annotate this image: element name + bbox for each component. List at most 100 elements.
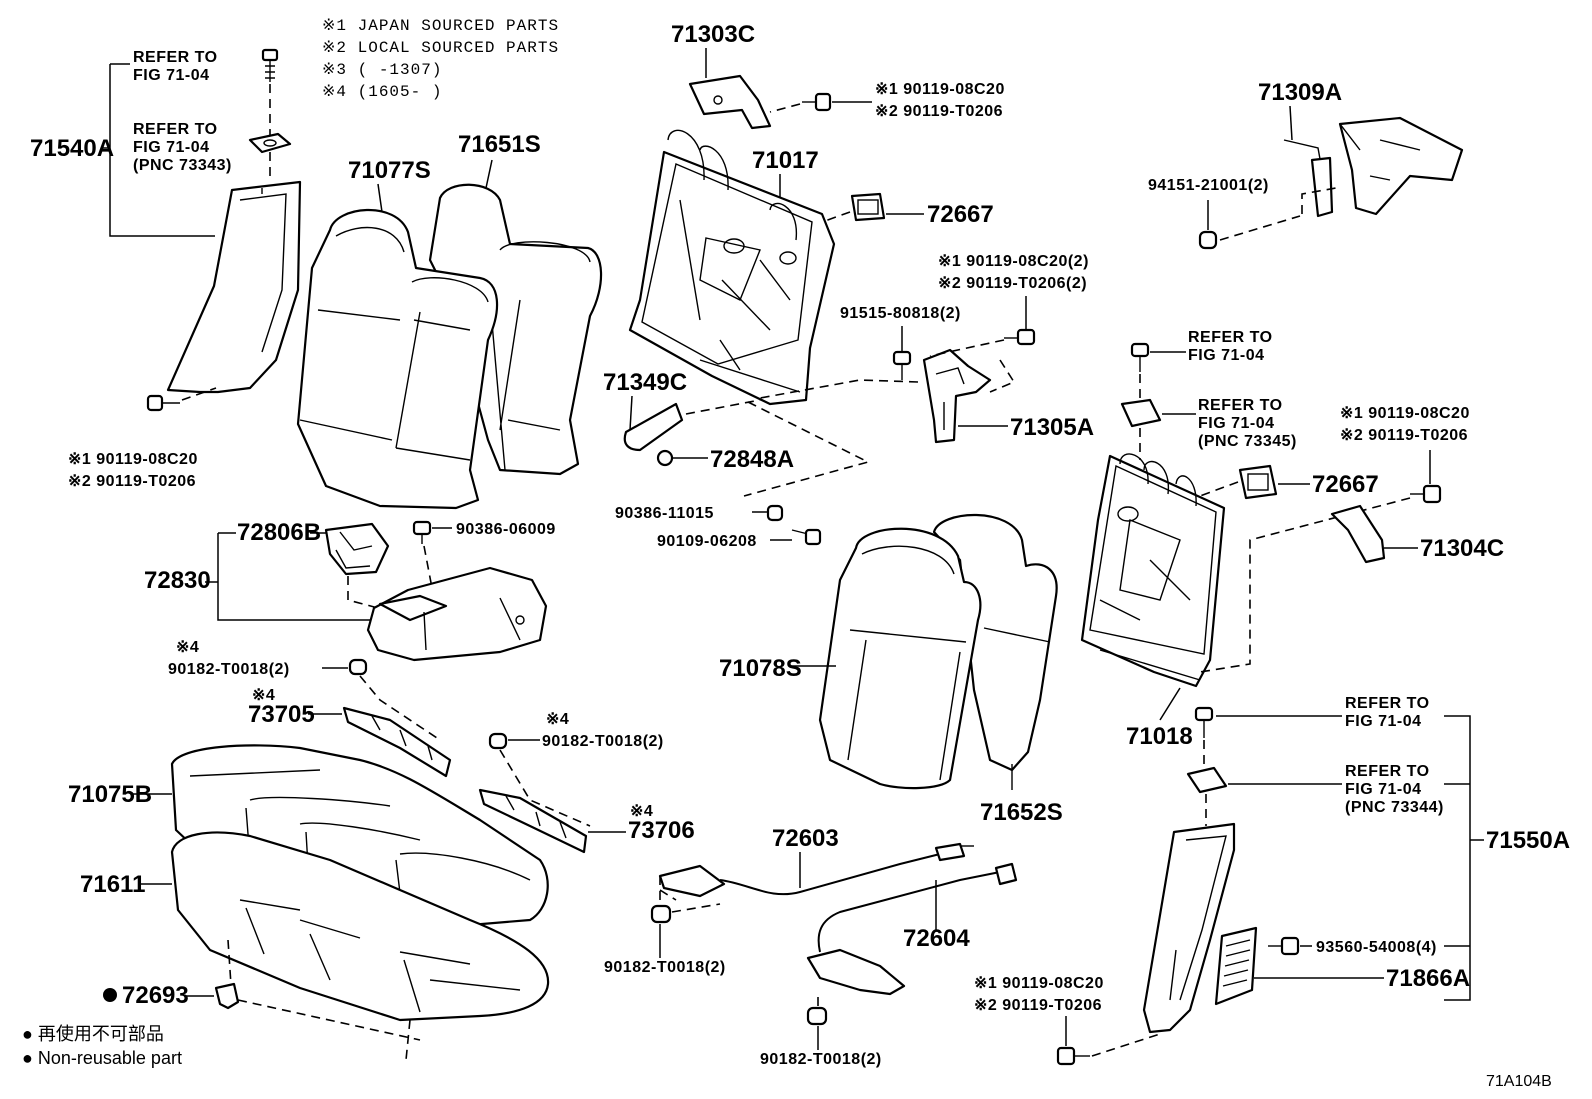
nut-icon (348, 658, 368, 676)
part-72693: 72693 (122, 982, 189, 1009)
cable-end-72603 (658, 864, 726, 898)
refer-label-1: REFER TO (133, 49, 218, 66)
screw-icon (1194, 706, 1214, 738)
bolt-icon (1056, 1046, 1090, 1066)
part-71309A: 71309A (1258, 79, 1342, 106)
callout-c1-71304C: ※1 90119-08C20 (1340, 405, 1470, 422)
part-71078S: 71078S (719, 655, 802, 682)
callout-c2-left: ※2 90119-T0206 (68, 473, 196, 490)
part-72603: 72603 (772, 825, 839, 852)
bracket-71309A (1338, 116, 1464, 216)
armrest-72830 (366, 566, 548, 662)
callout-c2-bottom: ※2 90119-T0206 (974, 997, 1102, 1014)
part-71303C: 71303C (671, 21, 755, 48)
hinge-71305A (922, 348, 992, 444)
part-91515: 91515-80818(2) (840, 305, 961, 322)
group-71018-frame: REFER TO FIG 71-04 REFER TO FIG 71-04 (P… (1080, 329, 1504, 750)
note-1: ※1 JAPAN SOURCED PARTS (322, 17, 559, 35)
refer-pnc-6: (PNC 73344) (1345, 799, 1444, 816)
frame-71017 (628, 150, 836, 406)
nut-icon (488, 732, 508, 750)
part-90109-06208: 90109-06208 (657, 533, 757, 550)
part-90386-11015: 90386-11015 (615, 505, 714, 522)
cushion-pad-71611 (170, 831, 550, 1022)
part-71017: 71017 (752, 147, 819, 174)
part-72806B: 72806B (237, 519, 321, 546)
part-93560: 93560-54008(4) (1316, 939, 1437, 956)
refer-label-5: REFER TO (1345, 695, 1430, 712)
part-71540A: 71540A (30, 135, 114, 162)
refer-fig-3: FIG 71-04 (1188, 347, 1265, 364)
part-71651S: 71651S (458, 131, 541, 158)
legend-jp: ● 再使用不可部品 (22, 1024, 164, 1044)
clip-icon (248, 132, 292, 154)
screw-icon (146, 394, 180, 412)
refer-fig-5: FIG 71-04 (1345, 713, 1422, 730)
group-hooks: ※4 90182-T0018(2) ※4 73705 ※4 90182-T001… (168, 639, 695, 854)
refer-label-4: REFER TO (1198, 397, 1283, 414)
refer-fig-4: FIG 71-04 (1198, 415, 1275, 432)
group-71017-frame: 71303C ※1 90119-08C20 ※2 90119-T0206 710… (603, 21, 1005, 550)
part-73706: 73706 (628, 817, 695, 844)
refer-pnc-2: (PNC 73343) (133, 157, 232, 174)
garnish-71540A (166, 180, 302, 394)
clip-icon (412, 520, 432, 544)
screw-icon (261, 48, 279, 82)
callout-c1-71303C: ※1 90119-08C20 (875, 81, 1005, 98)
ring-72848A (656, 449, 674, 467)
legend: ● 再使用不可部品 ● Non-reusable part (22, 1024, 182, 1068)
note-s4-a: ※4 (176, 639, 199, 656)
part-90386-06009: 90386-06009 (456, 521, 556, 538)
callout-c2-71303C: ※2 90119-T0206 (875, 103, 1003, 120)
callout-c1-left: ※1 90119-08C20 (68, 451, 198, 468)
refer-label-6: REFER TO (1345, 763, 1430, 780)
group-seatback-covers: 71077S 71651S (296, 131, 603, 510)
part-71018: 71018 (1126, 723, 1193, 750)
refer-label-3: REFER TO (1188, 329, 1273, 346)
part-94151: 94151-21001(2) (1148, 177, 1269, 194)
hook-73706 (478, 788, 588, 854)
nut-icon (650, 904, 672, 924)
part-73705: 73705 (248, 701, 315, 728)
refer-fig-2: FIG 71-04 (133, 139, 210, 156)
group-seatback-right: 71078S 71652S (719, 513, 1063, 826)
refer-fig-6: FIG 71-04 (1345, 781, 1422, 798)
part-71611: 71611 (80, 871, 145, 898)
part-72667-right: 72667 (1312, 471, 1379, 498)
bolt-icon (791, 528, 822, 546)
cushion-cover-71075B (170, 744, 549, 932)
cover-71077S (296, 208, 499, 510)
note-2: ※2 LOCAL SOURCED PARTS (322, 39, 559, 57)
part-90182-e: 90182-T0018(2) (604, 959, 726, 976)
bracket-71304C (1330, 504, 1386, 564)
clip-72693 (214, 982, 240, 1010)
callout-c1-bottom: ※1 90119-08C20 (974, 975, 1104, 992)
bracket-71540A (102, 63, 215, 237)
cable-end-72604 (806, 948, 906, 996)
part-72604: 72604 (903, 925, 970, 952)
callout-c1-71305A: ※1 90119-08C20(2) (938, 253, 1089, 270)
bolt-icon (802, 92, 832, 112)
note-s4-b: ※4 (252, 687, 275, 704)
part-71349C: 71349C (603, 369, 687, 396)
vent-71866A (1214, 926, 1258, 1006)
part-71652S: 71652S (980, 799, 1063, 826)
screw-icon (1130, 342, 1150, 372)
note-s4-c: ※4 (546, 711, 569, 728)
note-3: ※3 ( -1307) (322, 61, 442, 79)
cover-71078S (818, 527, 982, 790)
refer-fig-1: FIG 71-04 (133, 67, 210, 84)
part-71305A: 71305A (1010, 414, 1094, 441)
non-reusable-marker (103, 988, 117, 1002)
nut-icon (766, 504, 784, 522)
lever-71349C (623, 402, 684, 452)
callout-c2-71304C: ※2 90119-T0206 (1340, 427, 1468, 444)
nut-icon (806, 1006, 828, 1026)
group-71550A: REFER TO FIG 71-04 REFER TO FIG 71-04 (P… (974, 695, 1570, 1066)
group-71540A: REFER TO FIG 71-04 REFER TO FIG 71-04 (P… (30, 48, 302, 490)
group-seat-cushion: 71075B 71611 72693 (68, 744, 550, 1061)
group-armrest: 72806B 72830 90386-06009 (144, 519, 556, 662)
part-90182-f: 90182-T0018(2) (760, 1051, 882, 1068)
callout-c2-71305A: ※2 90119-T0206(2) (938, 275, 1087, 292)
